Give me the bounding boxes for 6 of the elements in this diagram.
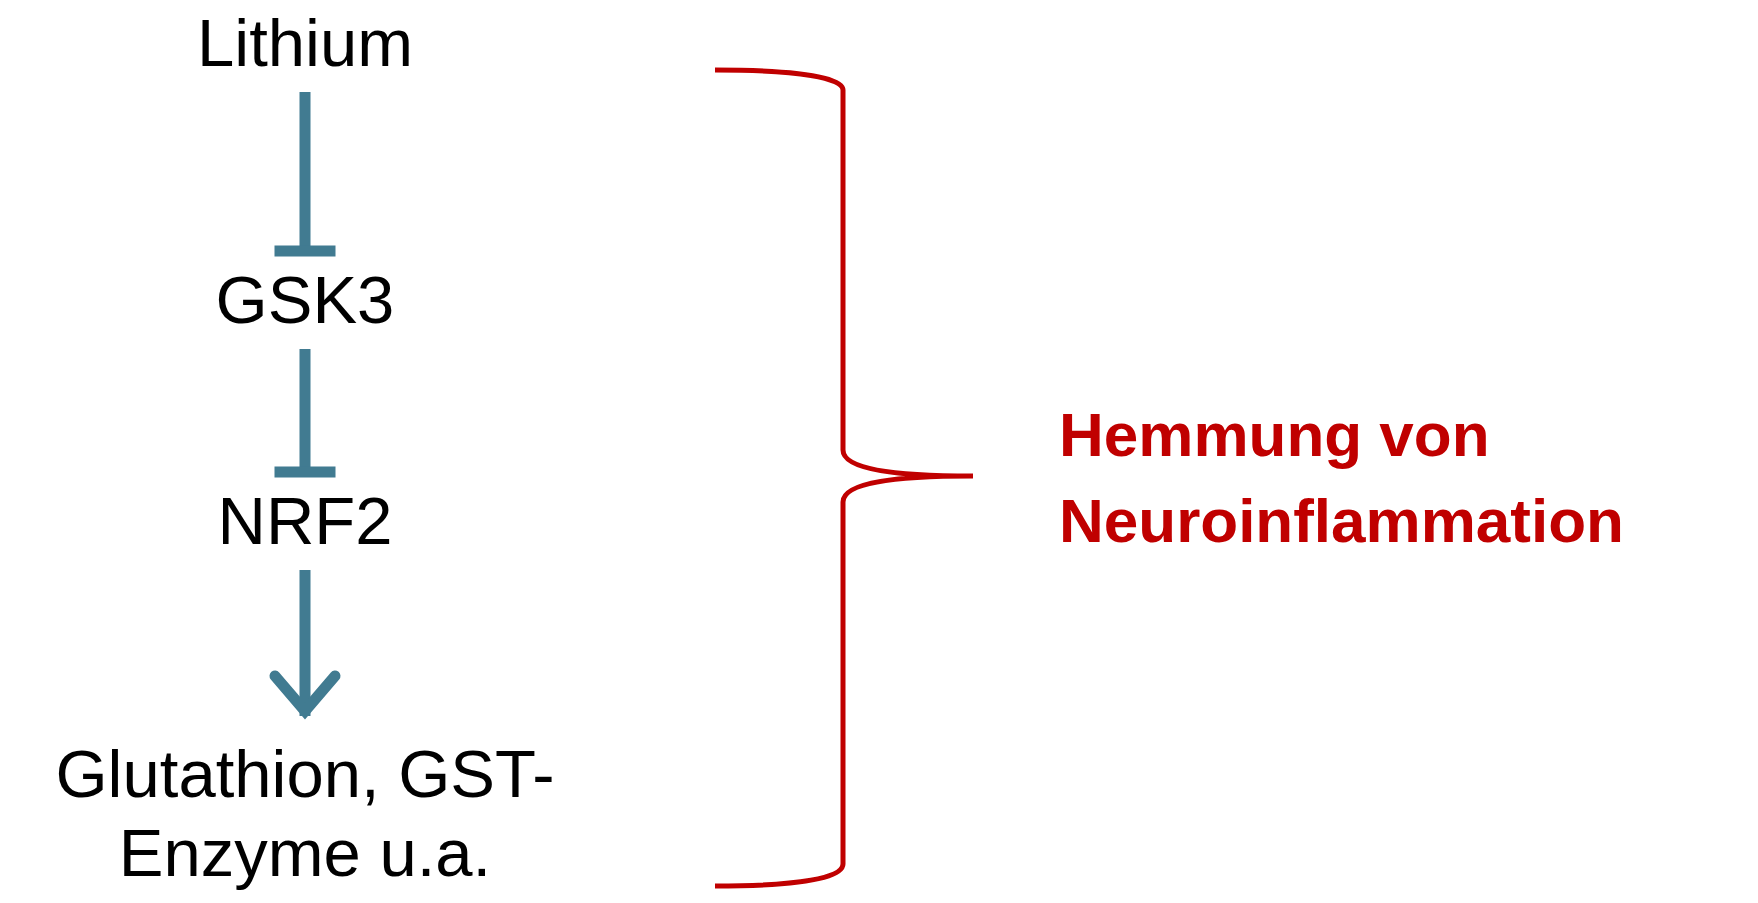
arrow: [269, 570, 341, 717]
pathway-label: NRF2: [217, 484, 393, 558]
pathway-label: Lithium: [197, 6, 413, 80]
pathway-label: GSK3: [215, 263, 395, 337]
effect-label: Hemmung von Neuroinflammation: [1059, 399, 1625, 557]
pathway-label: Glutathion, GST-Enzyme u.a.: [0, 734, 615, 892]
